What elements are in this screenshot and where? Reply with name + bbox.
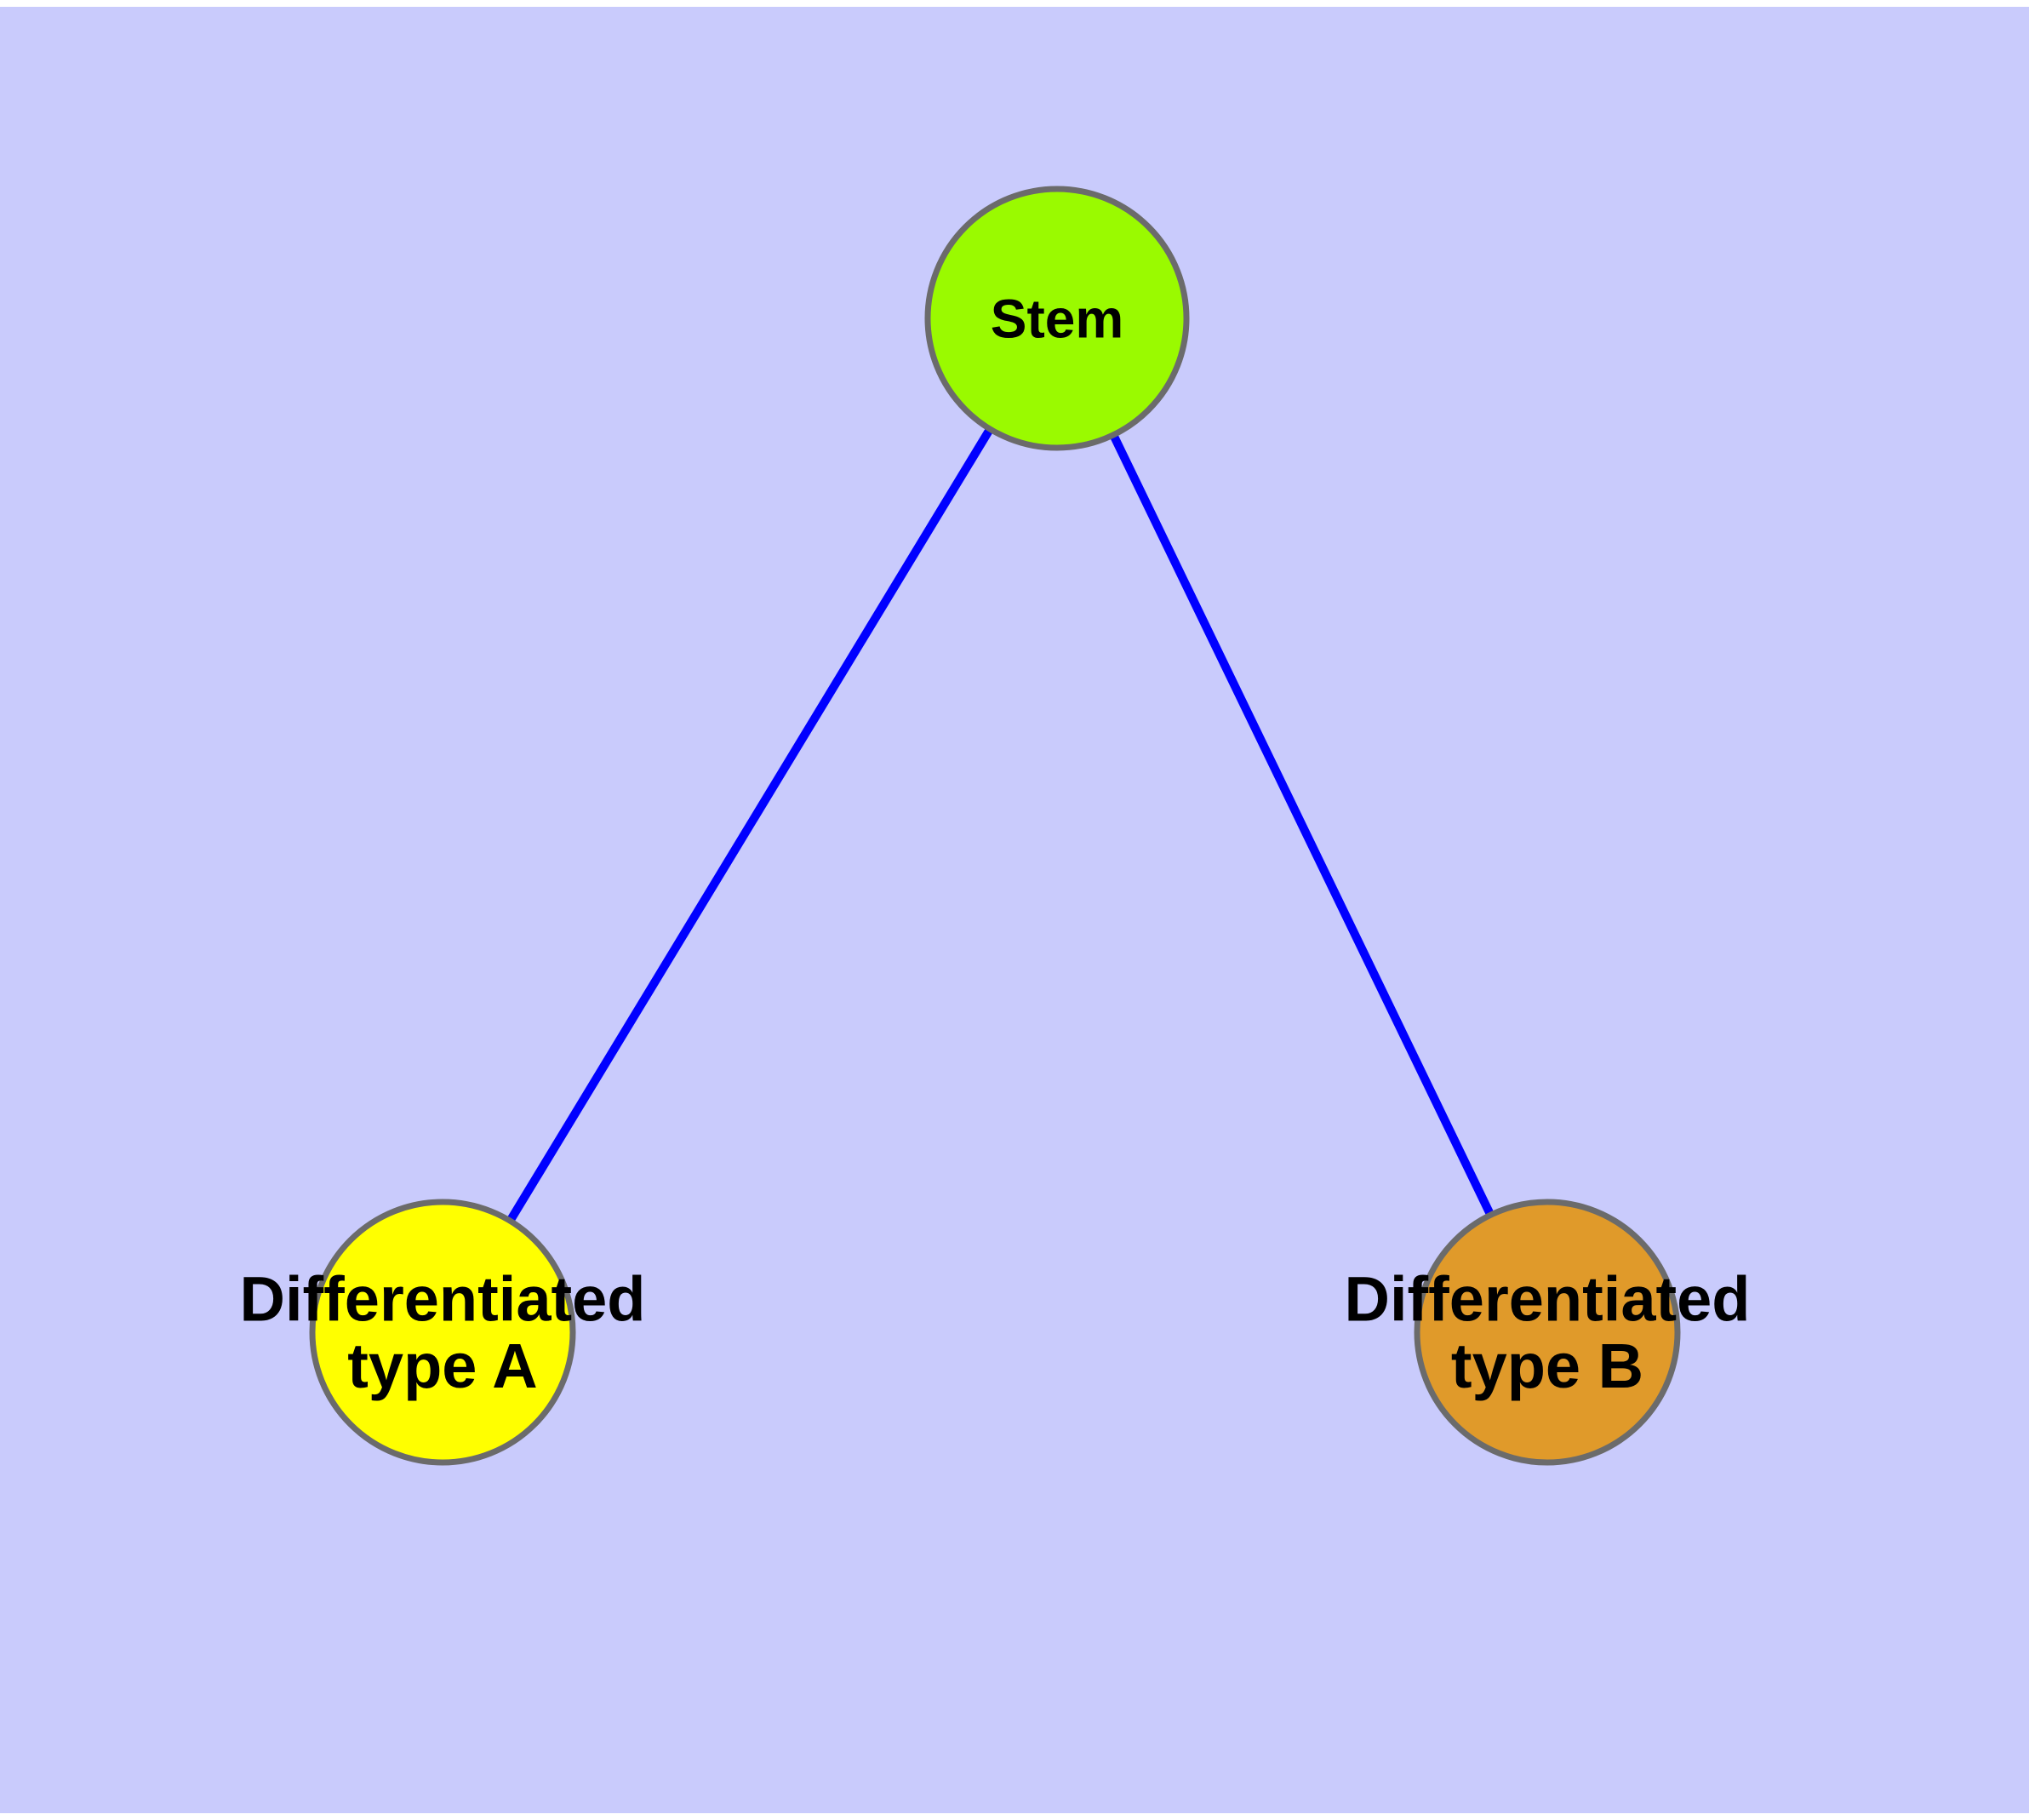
node-stem[interactable] — [924, 186, 1190, 451]
edge-stem-to-differentiated-type-b[interactable] — [1110, 434, 1495, 1216]
node-differentiated-type-b[interactable] — [1414, 1199, 1681, 1466]
edge-stem-to-differentiated-type-a[interactable] — [507, 428, 993, 1222]
node-stem-circle[interactable] — [924, 186, 1190, 451]
edge-layer — [507, 428, 1495, 1222]
node-stem-label: Stem — [991, 288, 1124, 349]
node-differentiated-type-a[interactable] — [309, 1199, 576, 1466]
node-layer — [309, 186, 1681, 1466]
node-differentiated-type-b-circle[interactable] — [1414, 1199, 1681, 1466]
node-differentiated-type-a-circle[interactable] — [309, 1199, 576, 1466]
